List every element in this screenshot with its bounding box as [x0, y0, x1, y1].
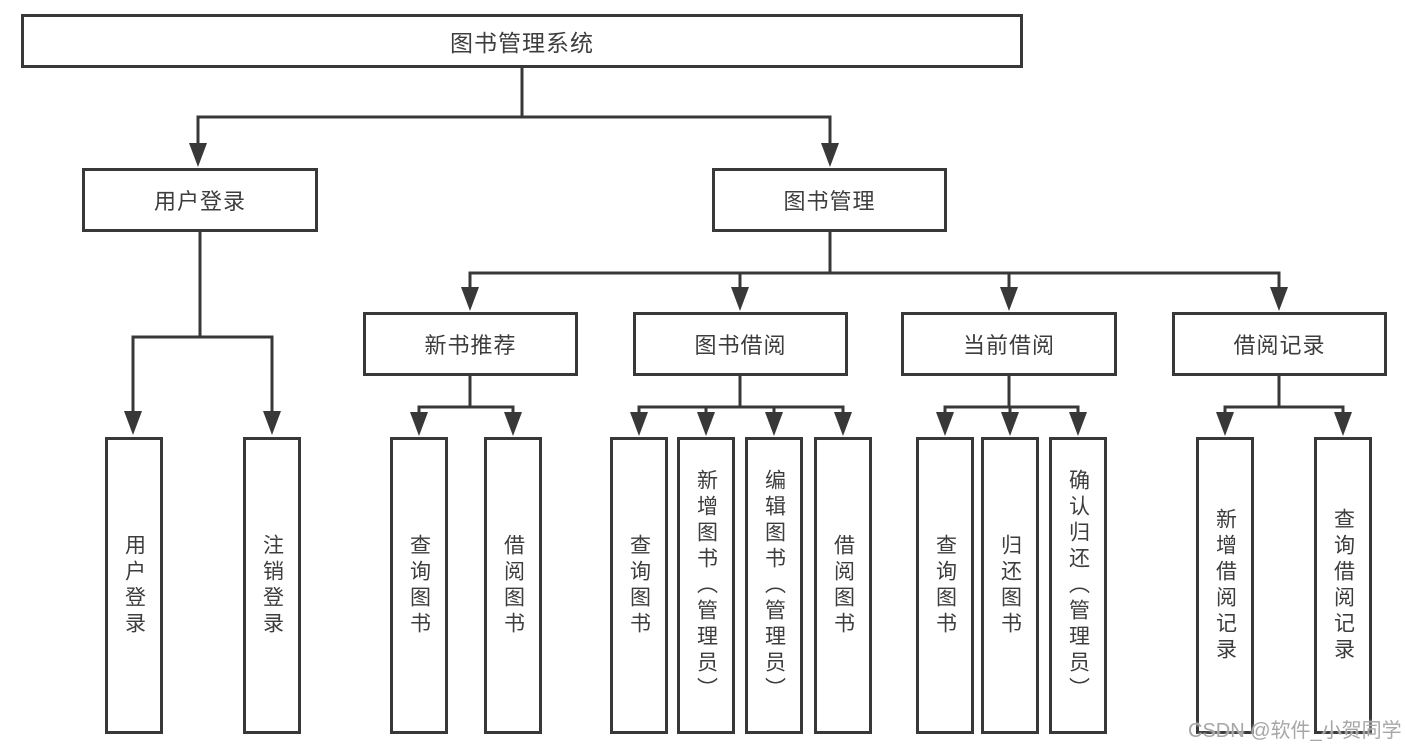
leaf-query-books-current: 查询图书 [916, 437, 974, 734]
leaf-borrow-books: 借阅图书 [814, 437, 872, 734]
connector-root [196, 68, 832, 144]
leaf-label: 查询图书 [627, 533, 651, 638]
leaf-label: 用户登录 [122, 533, 146, 638]
connector-borrow-records [1223, 376, 1345, 414]
node-current-borrow: 当前借阅 [901, 312, 1117, 376]
node-book-borrow: 图书借阅 [633, 312, 848, 376]
leaf-query-books-borrow: 查询图书 [610, 437, 668, 734]
leaf-label: 查询图书 [933, 533, 957, 638]
leaf-query-books-recommend: 查询图书 [390, 437, 448, 734]
node-new-book-recommend: 新书推荐 [363, 312, 578, 376]
leaf-return-books: 归还图书 [981, 437, 1039, 734]
leaf-logout: 注销登录 [243, 437, 301, 734]
node-root: 图书管理系统 [21, 14, 1023, 68]
leaf-add-books-admin: 新增图书（管理员） [677, 437, 735, 734]
leaf-confirm-return-admin: 确认归还（管理员） [1049, 437, 1107, 734]
leaf-add-borrow-record: 新增借阅记录 [1196, 437, 1254, 734]
node-borrow-records: 借阅记录 [1172, 312, 1387, 376]
leaf-label: 查询图书 [407, 533, 431, 638]
leaf-label: 确认归还（管理员） [1066, 468, 1090, 703]
connector-new-book-recommend [417, 376, 515, 414]
connector-current-borrow [943, 376, 1080, 414]
csdn-watermark: CSDN @软件_小贺同学 [1188, 720, 1402, 742]
leaf-label: 借阅图书 [501, 533, 525, 638]
leaf-edit-books-admin: 编辑图书（管理员） [745, 437, 803, 734]
leaf-label: 注销登录 [260, 533, 284, 638]
arrowheads [124, 143, 1352, 436]
leaf-label: 借阅图书 [831, 533, 855, 638]
leaf-label: 新增借阅记录 [1213, 507, 1237, 664]
leaf-label: 查询借阅记录 [1331, 507, 1355, 664]
leaf-label: 编辑图书（管理员） [762, 468, 786, 703]
node-user-login: 用户登录 [82, 168, 318, 232]
leaf-query-borrow-record: 查询借阅记录 [1314, 437, 1372, 734]
leaf-label: 归还图书 [998, 533, 1022, 638]
leaf-user-login: 用户登录 [105, 437, 163, 734]
leaf-label: 新增图书（管理员） [694, 468, 718, 703]
connector-user-login [131, 232, 274, 412]
connector-book-management [468, 232, 1281, 289]
connector-book-borrow [637, 376, 845, 414]
node-book-management: 图书管理 [712, 168, 947, 232]
leaf-borrow-books-recommend: 借阅图书 [484, 437, 542, 734]
